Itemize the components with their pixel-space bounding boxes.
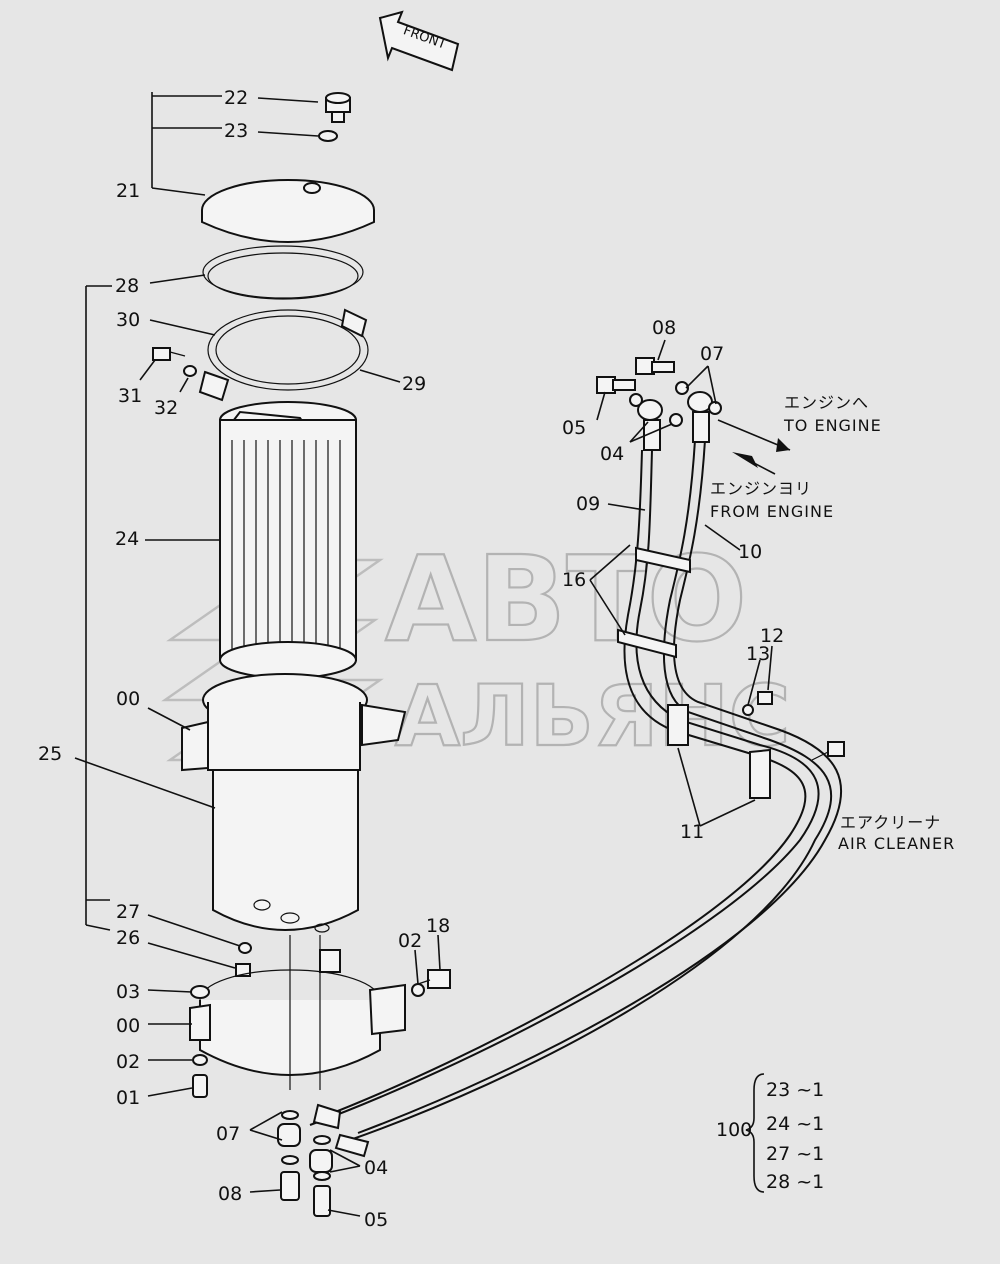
part-label-05-top: 05 — [562, 417, 586, 439]
part-label-00-top: 00 — [116, 688, 140, 710]
watermark-line-1: АВТО — [385, 530, 747, 668]
caption-from-engine-jp: エンジンヨリ — [710, 479, 812, 498]
o-ring — [202, 245, 364, 299]
part-label-10: 10 — [738, 541, 762, 563]
hoses — [309, 391, 843, 1158]
part-label-30: 30 — [116, 309, 140, 331]
caption-from-engine-en: FROM ENGINE — [710, 502, 834, 521]
bracket — [189, 935, 451, 1098]
part-label-03: 03 — [116, 981, 140, 1003]
part-label-02-right: 02 — [398, 930, 422, 952]
filter-bowl — [181, 673, 407, 977]
front-arrow: FRONT — [378, 10, 460, 72]
part-label-04-top: 04 — [600, 443, 624, 465]
caption-air-cleaner-jp: エアクリーナ — [840, 813, 941, 832]
part-label-11: 11 — [680, 821, 704, 843]
part-label-00-bottom: 00 — [116, 1015, 140, 1037]
part-label-21: 21 — [116, 180, 140, 202]
part-label-31: 31 — [118, 385, 142, 407]
kit-item-3: 27 ~1 — [766, 1143, 824, 1165]
part-label-16: 16 — [562, 569, 586, 591]
bottom-fittings — [277, 1110, 333, 1217]
part-label-13: 13 — [746, 643, 770, 665]
part-label-23: 23 — [224, 120, 248, 142]
leader-lines — [74, 92, 773, 1217]
part-label-07-top: 07 — [700, 343, 724, 365]
kit-composition: 100 23 ~1 24 ~1 27 ~1 28 ~1 — [716, 1073, 824, 1193]
caption-to-engine-en: TO ENGINE — [783, 416, 882, 435]
part-label-04-bottom: 04 — [364, 1157, 388, 1179]
part-label-08-bottom: 08 — [218, 1183, 242, 1205]
kit-item-4: 28 ~1 — [766, 1171, 824, 1193]
caption-to-engine-jp: エンジンへ — [784, 393, 869, 412]
part-label-08-top: 08 — [652, 317, 676, 339]
part-label-27: 27 — [116, 901, 140, 923]
top-right-bolts — [596, 357, 845, 761]
part-label-26: 26 — [116, 927, 140, 949]
caption-air-cleaner-en: AIR CLEANER — [838, 834, 955, 853]
part-labels: 22 23 21 28 30 31 32 29 24 00 25 27 26 0… — [38, 87, 784, 1231]
band-clamp — [152, 308, 369, 402]
part-label-25: 25 — [38, 743, 62, 765]
filter-element — [219, 401, 357, 679]
filter-cover-assembly — [201, 92, 375, 243]
watermark-line-2: АЛЬЯНС — [395, 667, 790, 765]
part-label-24: 24 — [115, 528, 139, 550]
part-label-09: 09 — [576, 493, 600, 515]
part-label-01: 01 — [116, 1087, 140, 1109]
watermark: АВТО АЛЬЯНС — [161, 529, 792, 766]
kit-number: 100 — [716, 1119, 752, 1141]
part-label-28: 28 — [115, 275, 139, 297]
captions: エンジンへ TO ENGINE エンジンヨリ FROM ENGINE エアクリー… — [710, 393, 955, 853]
part-label-05-bottom: 05 — [364, 1209, 388, 1231]
part-label-12: 12 — [760, 625, 784, 647]
part-label-02-left: 02 — [116, 1051, 140, 1073]
part-label-32: 32 — [154, 397, 178, 419]
part-label-29: 29 — [402, 373, 426, 395]
kit-item-2: 24 ~1 — [766, 1113, 824, 1135]
part-label-07-bottom: 07 — [216, 1123, 240, 1145]
part-label-22: 22 — [224, 87, 248, 109]
flow-arrows — [717, 419, 791, 475]
part-label-18: 18 — [426, 915, 450, 937]
kit-item-1: 23 ~1 — [766, 1079, 824, 1101]
